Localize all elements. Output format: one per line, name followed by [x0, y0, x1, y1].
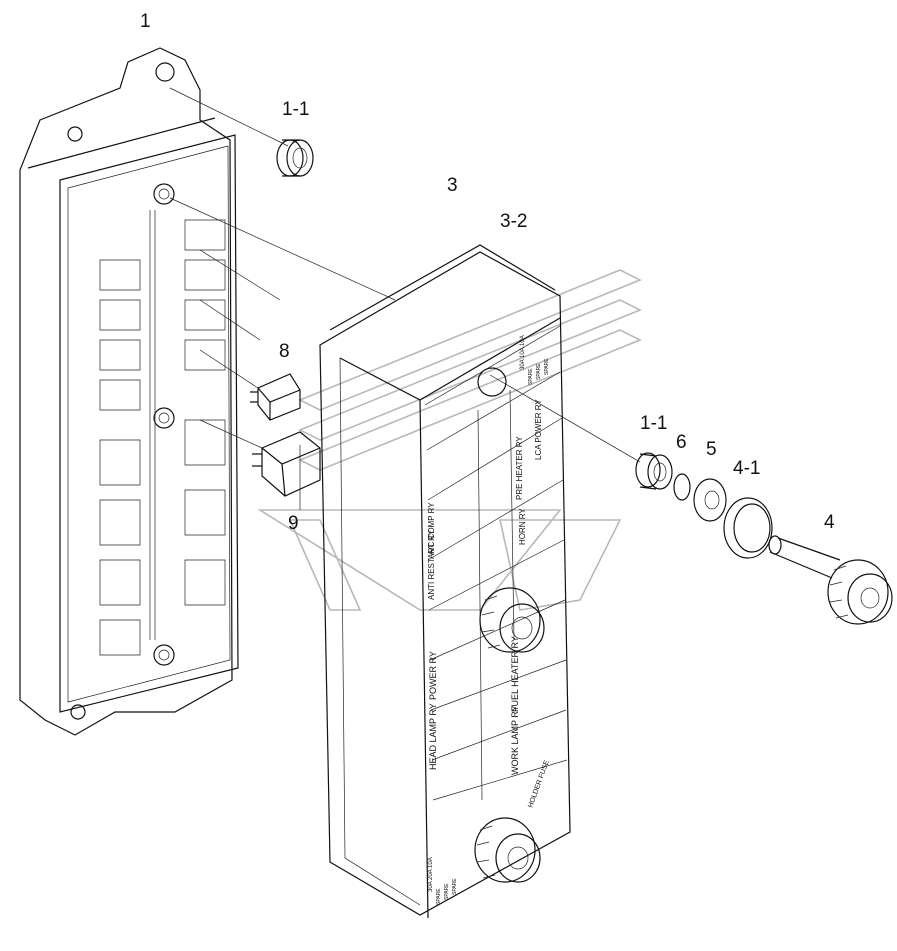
callout-part-3: 3	[447, 175, 458, 196]
leader-lines	[169, 87, 641, 510]
base-plate	[19, 47, 239, 736]
ring-seal	[723, 497, 773, 559]
top-spare-3: SPARE	[544, 358, 550, 375]
o-ring	[673, 473, 691, 501]
fuse-box-labels: 30A 10A 10A SPARE SPARE SPARE A/C COMP R…	[427, 335, 551, 905]
relay-label-pre-heater: PRE HEATER RY	[515, 436, 524, 500]
callout-part-3-2: 3-2	[500, 211, 528, 232]
relay-label-head-lamp: HEAD LAMP RY	[428, 703, 438, 770]
relay-label-horn: HORN RY	[518, 508, 527, 545]
callout-part-1-1-right: 1-1	[640, 413, 668, 434]
relay-label-lca-power: LCA POWER RY	[534, 399, 543, 460]
callout-part-1-1-upper: 1-1	[282, 99, 310, 120]
callout-part-9: 9	[288, 513, 299, 534]
bottom-spare-2: SPARE	[444, 883, 450, 900]
callout-part-4-1: 4-1	[733, 458, 761, 479]
callout-part-1: 1	[140, 11, 151, 32]
grommet-upper	[276, 139, 314, 177]
relay-label-power: POWER RY	[428, 651, 438, 700]
relay-label-fuel-heater: FUEL HEATER RY	[510, 636, 520, 712]
callout-part-5: 5	[706, 439, 717, 460]
fuse-box-knob-upper	[479, 587, 545, 653]
base-plate-slots	[99, 210, 226, 656]
top-fuse-ratings: 30A 10A 10A	[520, 335, 526, 370]
bottom-spare-1: SPARE	[436, 888, 442, 905]
top-spare-1: SPARE	[528, 368, 534, 385]
callout-part-8: 8	[279, 341, 290, 362]
relay-label-anti-restart: ANTI RESTART RY	[427, 529, 436, 600]
fuse-box-cover	[319, 244, 571, 919]
watermark-logo	[257, 269, 642, 611]
callout-part-6: 6	[676, 432, 687, 453]
relay-label-work-lamp: WORK LAMP RY	[510, 705, 520, 775]
washer	[693, 478, 727, 522]
relay-9	[252, 431, 321, 497]
relay-8	[250, 373, 301, 421]
relay-label-ac-comp: A/C COMP RY	[427, 502, 436, 555]
holder-fuse-label: HOLDER FUSE	[527, 759, 551, 808]
bottom-spare-3: SPARE	[452, 878, 458, 895]
callout-part-4: 4	[824, 512, 835, 533]
fuse-box-knob-lower	[474, 817, 541, 883]
grommet-right	[635, 452, 673, 490]
top-spare-2: SPARE	[536, 363, 542, 380]
knob-shaft	[768, 535, 893, 625]
bottom-fuse-ratings: 30A 20A 10A	[428, 857, 434, 892]
